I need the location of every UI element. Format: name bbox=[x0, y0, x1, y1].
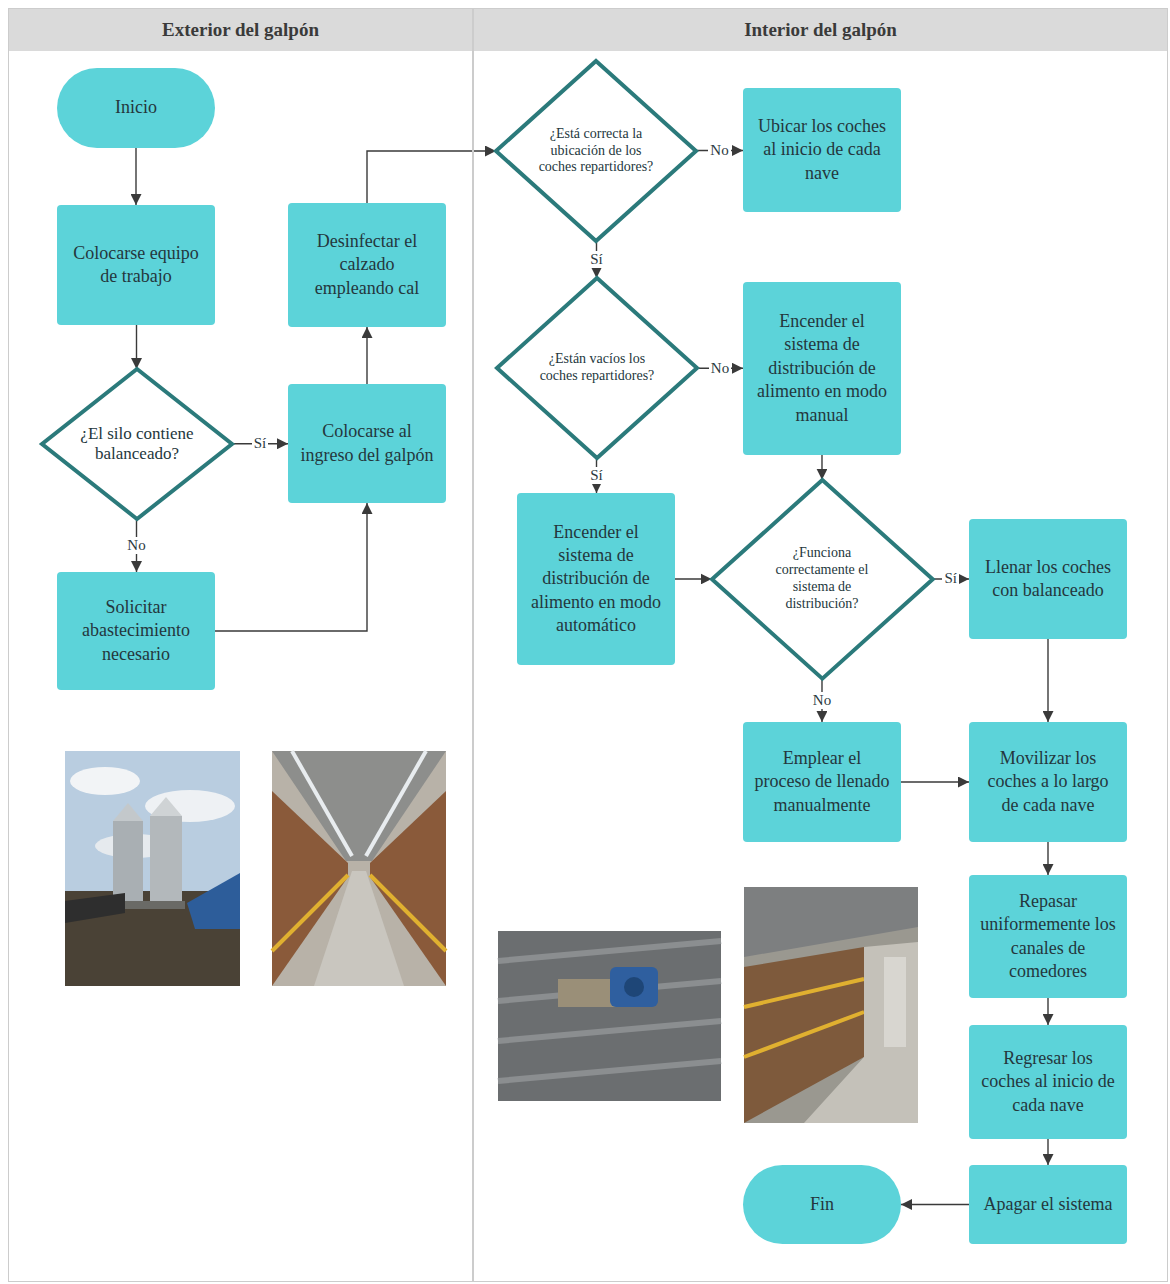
silo-top bbox=[113, 803, 143, 821]
node-text: Encender el sistema de distribución de a… bbox=[527, 521, 665, 638]
decision-diamond: ¿El silo contiene balanceado? bbox=[42, 369, 232, 519]
edge-label: No bbox=[708, 142, 730, 159]
process-box: Colocarse equipo de trabajo bbox=[57, 205, 215, 325]
photo-background bbox=[744, 887, 918, 1123]
flow-arrow bbox=[1047, 1139, 1048, 1165]
motor-photo bbox=[498, 931, 721, 1101]
node-text: ¿El silo contiene balanceado? bbox=[78, 424, 196, 465]
silo-body bbox=[150, 816, 182, 901]
flow-arrow bbox=[901, 1204, 969, 1205]
photo-ridge bbox=[498, 941, 721, 961]
node-text: Desinfectar el calzado empleando cal bbox=[298, 230, 436, 300]
flow-arrow bbox=[367, 151, 496, 203]
edge-label: No bbox=[125, 537, 147, 554]
photo-cloud bbox=[70, 767, 140, 795]
swimlane: Exterior del galpónInicioColocarse equip… bbox=[8, 8, 473, 1282]
node-text: Emplear el proceso de llenado manualment… bbox=[753, 747, 891, 817]
edge-label: Sí bbox=[588, 467, 605, 484]
process-box: Colocarse al ingreso del galpón bbox=[288, 384, 446, 503]
decision-diamond: ¿Está correcta la ubicación de los coche… bbox=[496, 61, 696, 241]
diamond-shape bbox=[712, 480, 933, 679]
terminal: Inicio bbox=[57, 68, 215, 148]
photo-motor-cap bbox=[624, 977, 644, 997]
cages-photo bbox=[744, 887, 918, 1123]
photo-ridge bbox=[498, 1061, 721, 1081]
flow-arrow bbox=[1047, 998, 1048, 1025]
photo-tarp bbox=[187, 873, 240, 929]
edge-label: No bbox=[811, 692, 833, 709]
node-text: Repasar uniformemente los canales de com… bbox=[979, 890, 1117, 984]
node-text: Solicitar abastecimiento necesario bbox=[67, 596, 205, 666]
photo-background bbox=[272, 751, 446, 986]
node-text: Movilizar los coches a lo largo de cada … bbox=[979, 747, 1117, 817]
node-text: Inicio bbox=[115, 96, 157, 119]
lane-header: Interior del galpón bbox=[474, 9, 1167, 51]
diamond-shape bbox=[497, 278, 697, 458]
terminal: Fin bbox=[743, 1165, 901, 1244]
lane-title: Exterior del galpón bbox=[162, 19, 319, 41]
node-text: Llenar los coches con balanceado bbox=[979, 556, 1117, 603]
photo-ridge bbox=[498, 1021, 721, 1041]
process-box: Encender el sistema de distribución de a… bbox=[517, 493, 675, 665]
decision-diamond: ¿Están vacíos los coches repartidores? bbox=[497, 278, 697, 458]
process-box: Solicitar abastecimiento necesario bbox=[57, 572, 215, 690]
edge-label: Sí bbox=[942, 570, 959, 587]
node-text: ¿Funciona correctamente el sistema de di… bbox=[760, 545, 884, 612]
node-text: Ubicar los coches al inicio de cada nave bbox=[753, 115, 891, 185]
photo-ceiling bbox=[498, 931, 721, 1101]
photo-feeder bbox=[744, 979, 864, 1007]
lane-title: Interior del galpón bbox=[744, 19, 897, 41]
decision-diamond: ¿Funciona correctamente el sistema de di… bbox=[712, 480, 933, 679]
photo-roof bbox=[65, 893, 125, 923]
edge-label: Sí bbox=[588, 251, 605, 268]
edge-label: No bbox=[709, 360, 731, 377]
node-text: Colocarse al ingreso del galpón bbox=[298, 420, 436, 467]
flow-arrow bbox=[901, 781, 969, 782]
node-text: Colocarse equipo de trabajo bbox=[67, 242, 205, 289]
henhouse-photo bbox=[272, 751, 446, 986]
flow-arrow bbox=[135, 148, 136, 205]
swimlane: Interior del galpón ¿Está correcta la ubi… bbox=[473, 8, 1168, 1282]
photo-pipe bbox=[558, 979, 618, 1007]
flow-arrow bbox=[136, 325, 137, 369]
process-box: Apagar el sistema bbox=[969, 1165, 1127, 1244]
flow-arrow bbox=[821, 455, 822, 480]
node-text: Encender el sistema de distribución de a… bbox=[753, 310, 891, 427]
flow-arrow bbox=[1047, 639, 1048, 722]
edge-label: Sí bbox=[252, 435, 269, 452]
photo-motor bbox=[610, 967, 658, 1007]
flow-arrow bbox=[1047, 842, 1048, 875]
photo-floor bbox=[804, 942, 918, 1123]
process-box: Llenar los coches con balanceado bbox=[969, 519, 1127, 639]
flow-arrow bbox=[366, 327, 367, 384]
process-box: Regresar los coches al inicio de cada na… bbox=[969, 1025, 1127, 1139]
silo-photo bbox=[65, 751, 240, 986]
process-box: Encender el sistema de distribución de a… bbox=[743, 282, 901, 455]
flow-arrow bbox=[215, 503, 367, 631]
diamond-shape bbox=[496, 61, 696, 241]
lane-header: Exterior del galpón bbox=[9, 9, 472, 51]
flow-arrow bbox=[675, 578, 712, 579]
silo-top bbox=[150, 797, 182, 816]
photo-floor bbox=[314, 871, 404, 986]
process-box: Repasar uniformemente los canales de com… bbox=[969, 875, 1127, 998]
process-box: Movilizar los coches a lo largo de cada … bbox=[969, 722, 1127, 842]
connectors bbox=[136, 148, 1048, 1205]
node-text: Apagar el sistema bbox=[984, 1193, 1113, 1216]
process-box: Ubicar los coches al inicio de cada nave bbox=[743, 88, 901, 212]
process-box: Emplear el proceso de llenado manualment… bbox=[743, 722, 901, 842]
process-box: Desinfectar el calzado empleando cal bbox=[288, 203, 446, 327]
photo-door bbox=[884, 957, 906, 1047]
node-text: ¿Está correcta la ubicación de los coche… bbox=[534, 126, 658, 176]
photo-feeder bbox=[744, 1012, 864, 1057]
diamond-shape bbox=[42, 369, 232, 519]
silo-body bbox=[113, 821, 143, 901]
node-text: Regresar los coches al inicio de cada na… bbox=[979, 1047, 1117, 1117]
node-text: ¿Están vacíos los coches repartidores? bbox=[535, 351, 659, 385]
node-text: Fin bbox=[810, 1193, 834, 1216]
